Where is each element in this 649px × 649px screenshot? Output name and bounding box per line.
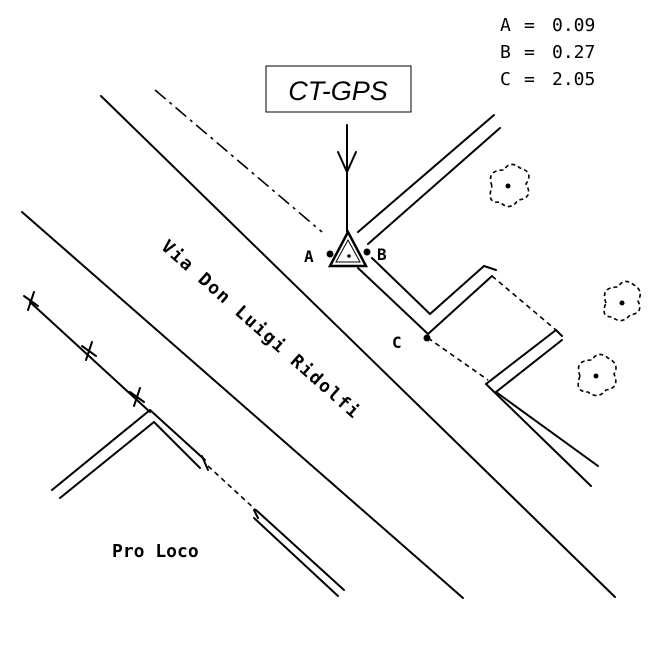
building-lower-wall-outer xyxy=(255,509,345,591)
point-b-label: B xyxy=(377,245,387,264)
tree-trunk-dot xyxy=(593,373,599,379)
building-front-inner xyxy=(153,421,201,469)
building-lower-wall-inner xyxy=(253,517,339,597)
measurement-a-equals: = xyxy=(524,15,535,36)
measurement-b-label: B xyxy=(500,42,511,63)
point-c-dot xyxy=(423,334,431,342)
tree-canopy xyxy=(489,163,530,208)
point-a: A xyxy=(304,247,334,266)
building-lower-inner-top xyxy=(495,339,563,393)
building-front-cap xyxy=(201,455,209,471)
fence-with-posts xyxy=(23,291,151,413)
street-edges xyxy=(21,95,616,599)
building-lower-outer-side xyxy=(485,383,592,487)
fence-post-upper xyxy=(555,329,563,337)
measurement-legend: A = 0.09 B = 0.27 C = 2.05 xyxy=(500,15,595,90)
gps-station-marker xyxy=(327,229,369,268)
fence-post-cross-icon xyxy=(23,291,39,311)
point-b-dot xyxy=(363,248,371,256)
fence-dashed-upper xyxy=(491,275,557,331)
building-wall-outer-front xyxy=(357,267,429,335)
fence-dashed-c xyxy=(427,337,489,381)
building-front-outer xyxy=(149,409,206,461)
tree-icon xyxy=(577,353,617,397)
tree-trunk-dot xyxy=(619,300,625,306)
measurement-c-label: C xyxy=(500,69,511,90)
fence-line xyxy=(29,301,151,413)
station-label-box: CT-GPS xyxy=(265,65,412,113)
building-lower-cap xyxy=(253,509,259,519)
measurement-a-label: A xyxy=(500,15,511,36)
point-a-label: A xyxy=(304,247,314,266)
building-wall-outer-top xyxy=(357,114,495,233)
point-a-dot xyxy=(326,250,334,258)
point-b: B xyxy=(363,245,387,264)
building-wall-inner-front xyxy=(371,257,431,315)
place-name-label: Pro Loco xyxy=(112,541,199,562)
station-center-dot xyxy=(347,254,351,258)
boundary-dashdot-line xyxy=(154,89,323,233)
tree-icon xyxy=(489,163,530,208)
building-wall-outer xyxy=(51,409,151,491)
tree-trunk-dot xyxy=(505,183,511,189)
measurement-b-equals: = xyxy=(524,42,535,63)
point-c-label: C xyxy=(392,333,402,352)
station-pointer-arrow xyxy=(337,124,357,233)
building-pro-loco xyxy=(51,409,345,597)
station-label-frame xyxy=(265,65,412,113)
tree-canopy xyxy=(603,280,642,322)
fence-post-cross-icon xyxy=(129,387,145,407)
building-return-outer xyxy=(427,275,493,335)
arrow-head xyxy=(337,151,357,173)
fence-post-cross-icon xyxy=(81,341,97,361)
measurement-c-value: 2.05 xyxy=(552,69,595,90)
tree-canopy xyxy=(577,353,617,397)
building-lower-outer-top xyxy=(485,329,557,385)
building-northeast xyxy=(357,114,599,487)
station-label: CT-GPS xyxy=(288,76,388,106)
building-return-cap xyxy=(483,265,497,271)
measurement-b-value: 0.27 xyxy=(552,42,595,63)
building-return-inner xyxy=(429,265,485,315)
measurement-c-equals: = xyxy=(524,69,535,90)
tree-icon xyxy=(603,280,642,322)
point-c: C xyxy=(392,333,431,352)
station-triangle-inner xyxy=(335,238,361,263)
fence-dashed-lower xyxy=(207,465,259,513)
measurement-a-value: 0.09 xyxy=(552,15,595,36)
street-edge-southwest xyxy=(21,211,464,599)
building-lower-inner-side xyxy=(495,391,599,467)
station-triangle xyxy=(327,229,369,268)
building-wall-inner xyxy=(59,421,155,499)
street-edge-northeast xyxy=(100,95,616,598)
building-wall-inner-top xyxy=(367,127,501,245)
